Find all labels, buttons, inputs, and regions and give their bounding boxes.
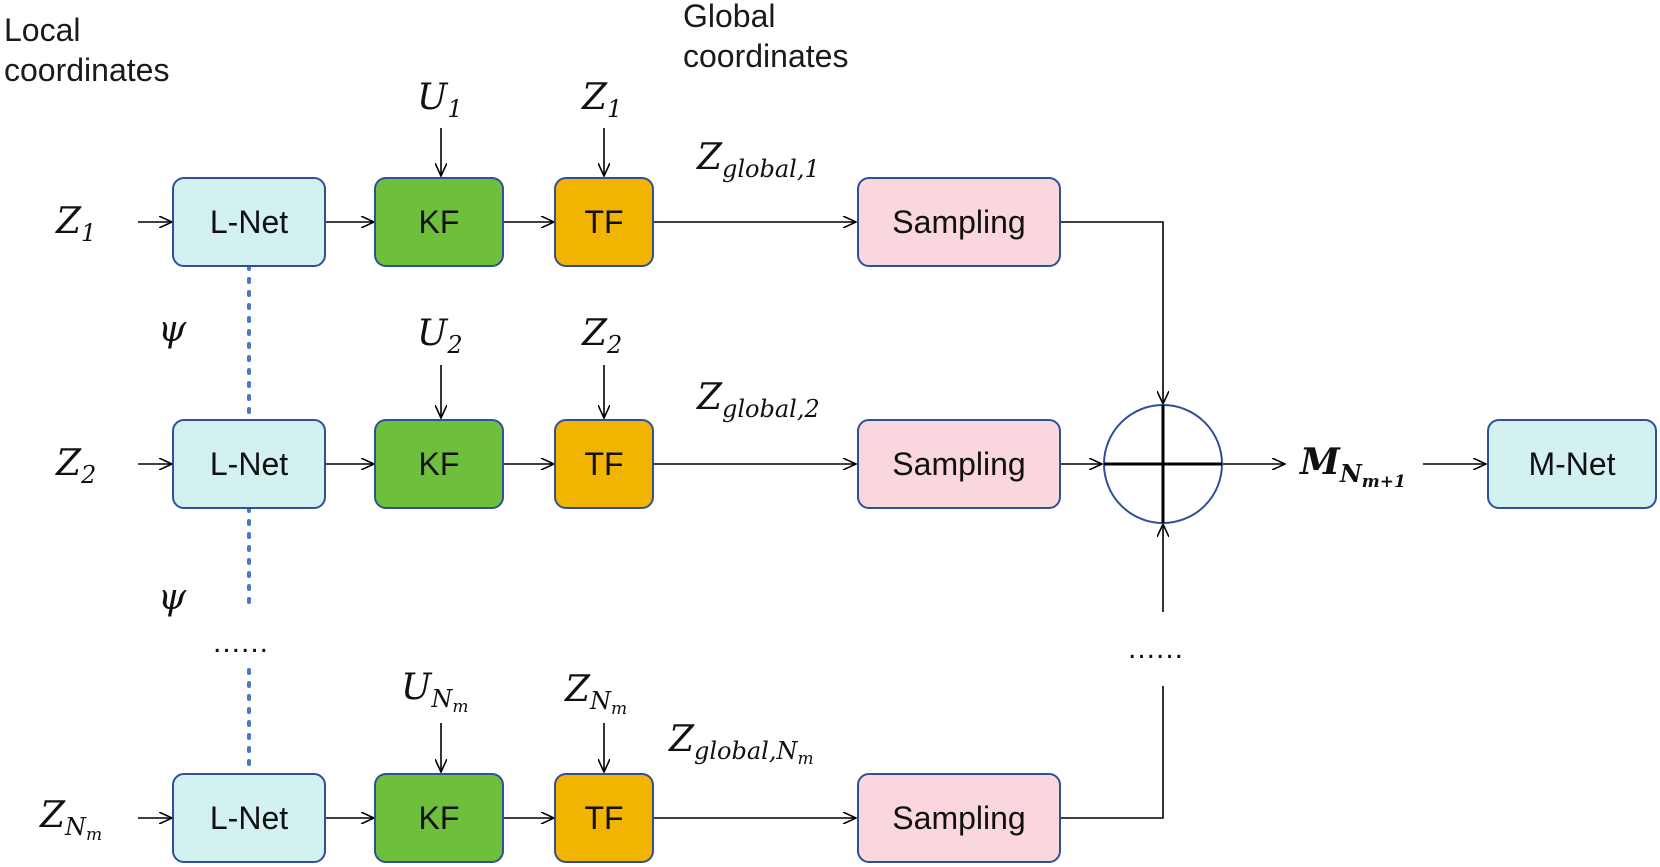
lnet-box-1: L-Net xyxy=(172,177,326,267)
tf-box-3: TF xyxy=(554,773,654,863)
u-label-2: U2 xyxy=(417,313,463,360)
global-label-2: Zglobal,2 xyxy=(697,377,820,424)
input-label-2: Z2 xyxy=(56,443,97,490)
u-label-3: UNm xyxy=(401,667,469,718)
sampling-box-1: Sampling xyxy=(857,177,1061,267)
sampling-box-2: Sampling xyxy=(857,419,1061,509)
ellipsis-sum: ...... xyxy=(1128,632,1185,665)
z-label-2: Z2 xyxy=(582,313,623,360)
heading-global: Global coordinates xyxy=(683,0,849,74)
lnet-box-2: L-Net xyxy=(172,419,326,509)
global-label-3: Zglobal,Nm xyxy=(669,719,814,770)
psi-label-2: ψ xyxy=(158,577,187,618)
global-label-1: Zglobal,1 xyxy=(697,137,820,184)
sampling-box-3: Sampling xyxy=(857,773,1061,863)
tf-box-1: TF xyxy=(554,177,654,267)
output-label: MNm+1 xyxy=(1300,441,1406,493)
psi-label-1: ψ xyxy=(158,309,187,350)
kf-box-3: KF xyxy=(374,773,504,863)
tf-box-2: TF xyxy=(554,419,654,509)
ellipsis-rows: ...... xyxy=(213,626,270,659)
line-sampling3-sum xyxy=(1061,686,1164,819)
kf-box-1: KF xyxy=(374,177,504,267)
lnet-box-3: L-Net xyxy=(172,773,326,863)
kf-box-2: KF xyxy=(374,419,504,509)
input-label-3: ZNm xyxy=(40,795,103,846)
heading-local: Local coordinates xyxy=(4,12,170,88)
z-label-3: ZNm xyxy=(565,669,628,720)
u-label-1: U1 xyxy=(417,77,463,124)
input-label-1: Z1 xyxy=(56,201,97,248)
mnet-box: M-Net xyxy=(1487,419,1657,509)
arrow-sampling1-sum xyxy=(1061,221,1163,404)
z-label-1: Z1 xyxy=(582,77,623,124)
